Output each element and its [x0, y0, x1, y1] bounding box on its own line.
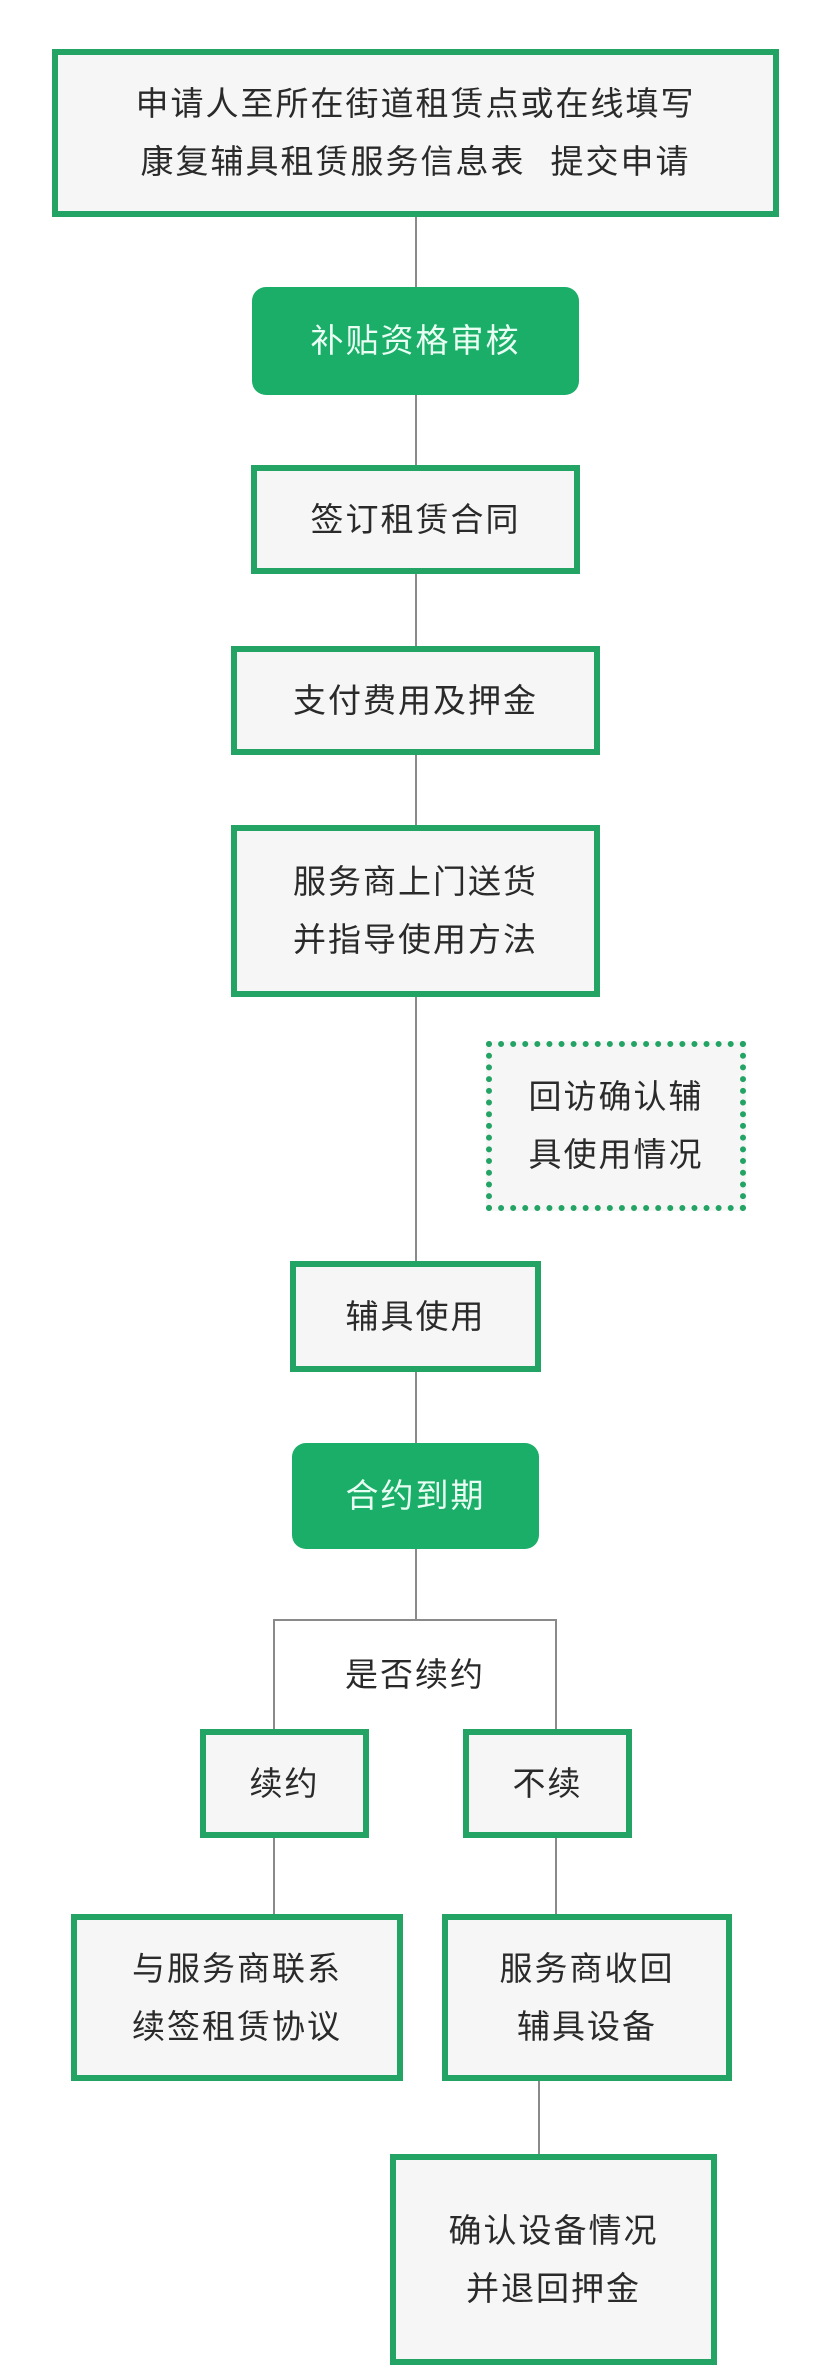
step-use-label: 辅具使用	[345, 1296, 486, 1336]
option-renew-label: 续约	[249, 1763, 320, 1803]
step-refund-line1: 确认设备情况	[448, 2210, 659, 2250]
step-expire: 合约到期	[292, 1443, 539, 1549]
step-refund-line2: 并退回押金	[466, 2268, 641, 2308]
connector	[555, 1619, 557, 1729]
option-renew: 续约	[200, 1729, 369, 1838]
connector	[415, 395, 417, 465]
step-follow-up: 回访确认辅 具使用情况	[486, 1041, 746, 1211]
step-use: 辅具使用	[290, 1261, 541, 1372]
step-renew-action-line2: 续签租赁协议	[132, 2006, 342, 2046]
step-apply: 申请人至所在街道租赁点或在线填写 康复辅具租赁服务信息表 提交申请	[52, 49, 779, 217]
step-review: 补贴资格审核	[252, 287, 579, 395]
decision-label: 是否续约	[345, 1655, 485, 1694]
connector	[415, 997, 417, 1261]
step-recover-line2: 辅具设备	[517, 2006, 657, 2046]
step-sign: 签订租赁合同	[251, 465, 580, 574]
option-no-renew: 不续	[463, 1729, 632, 1838]
step-renew-action-line1: 与服务商联系	[132, 1948, 342, 1988]
connector	[555, 1838, 557, 1914]
step-sign-label: 签订租赁合同	[310, 499, 521, 539]
connector	[415, 574, 417, 646]
branch-line	[273, 1619, 557, 1621]
step-review-label: 补贴资格审核	[310, 321, 521, 360]
step-deliver-line1: 服务商上门送货	[293, 862, 538, 901]
connector	[273, 1619, 275, 1729]
connector	[415, 755, 417, 825]
step-recover-line1: 服务商收回	[499, 1948, 675, 1988]
step-follow-up-line2: 具使用情况	[528, 1135, 704, 1174]
connector	[273, 1838, 275, 1914]
connector	[538, 2081, 540, 2154]
step-follow-up-line1: 回访确认辅	[528, 1077, 704, 1116]
step-deliver-line2: 并指导使用方法	[293, 920, 538, 959]
step-refund: 确认设备情况 并退回押金	[390, 2154, 717, 2365]
step-apply-line2: 康复辅具租赁服务信息表 提交申请	[140, 142, 691, 181]
connector	[415, 1549, 417, 1619]
step-pay: 支付费用及押金	[231, 646, 600, 755]
connector	[415, 217, 417, 287]
step-pay-label: 支付费用及押金	[293, 680, 538, 720]
step-expire-label: 合约到期	[345, 1476, 486, 1515]
option-no-renew-label: 不续	[512, 1763, 583, 1803]
step-apply-line1: 申请人至所在街道租赁点或在线填写	[135, 84, 696, 123]
step-recover: 服务商收回 辅具设备	[442, 1914, 732, 2081]
step-renew-action: 与服务商联系 续签租赁协议	[71, 1914, 403, 2081]
connector	[415, 1372, 417, 1443]
step-deliver: 服务商上门送货 并指导使用方法	[231, 825, 600, 997]
